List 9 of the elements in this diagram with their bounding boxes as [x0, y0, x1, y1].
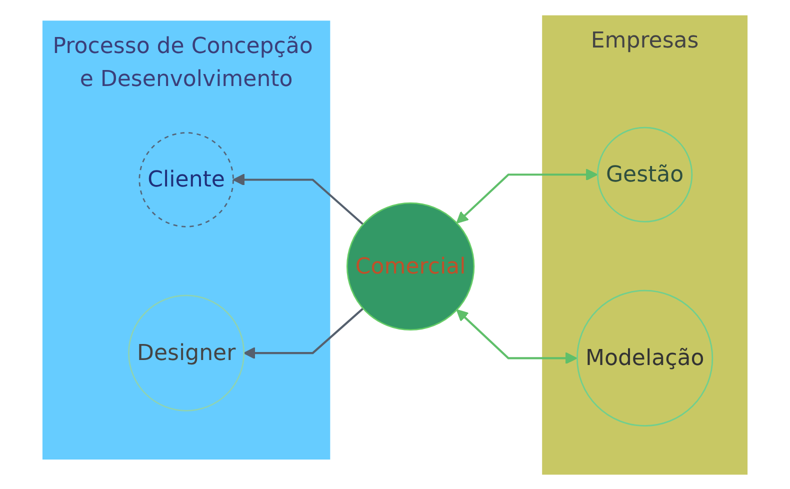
node-circle: Cliente — [138, 132, 234, 227]
arrow — [243, 307, 364, 359]
arrow — [456, 308, 578, 364]
node-circle: Modelação — [576, 289, 714, 426]
node-circle: Comercial — [346, 202, 475, 330]
node-circle: Gestão — [597, 126, 693, 222]
arrow — [232, 173, 364, 225]
arrow — [456, 168, 598, 224]
node-circle: Designer — [128, 294, 245, 411]
